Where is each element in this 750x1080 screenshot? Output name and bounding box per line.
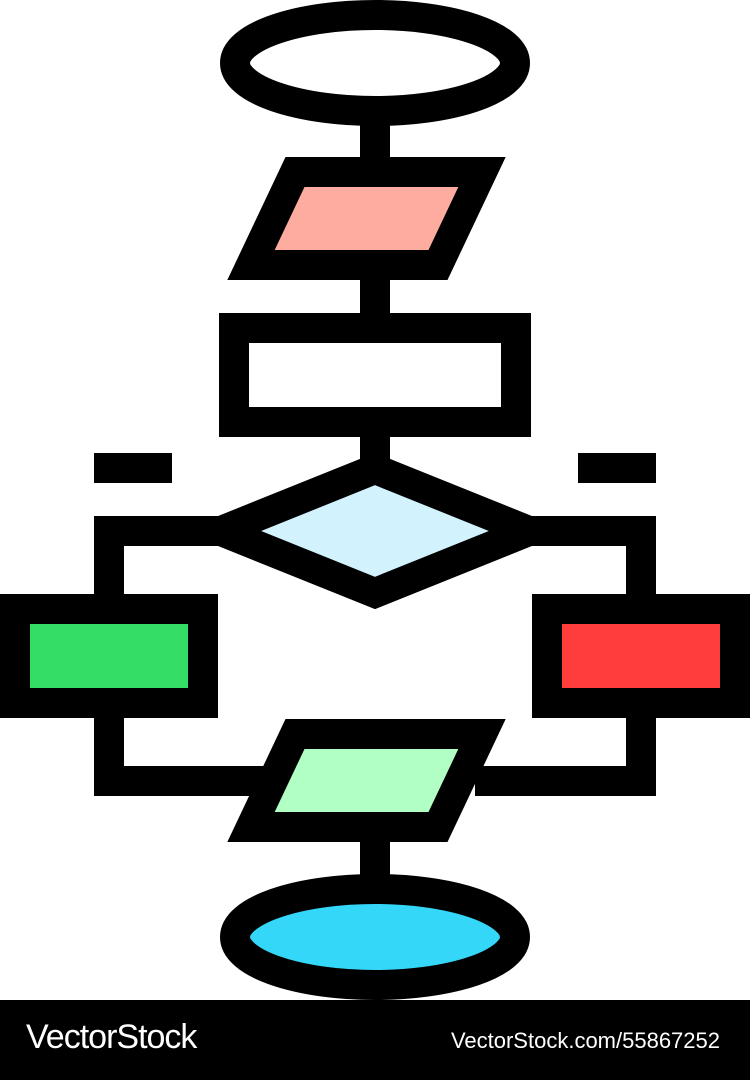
branch-label-dash-left — [94, 453, 172, 483]
decision-diamond — [180, 452, 570, 610]
end-terminator-shape — [220, 874, 530, 1000]
start-terminator-shape — [220, 0, 530, 126]
flowchart-icon — [0, 0, 750, 1000]
input-parallelogram-top — [227, 157, 506, 280]
connector-left-branch-to-output — [94, 715, 280, 796]
output-parallelogram-bottom — [227, 719, 506, 842]
vectorstock-image-id: VectorStock.com/55867252 — [450, 1028, 720, 1053]
right-branch-rectangle — [532, 594, 750, 718]
process-rectangle — [219, 313, 531, 437]
connector-right-branch-to-output — [475, 715, 656, 796]
vectorstock-brand-text: VectorStock — [26, 1018, 197, 1056]
branch-label-dash-right — [578, 453, 656, 483]
left-branch-rectangle — [0, 594, 218, 718]
watermark-footer: VectorStock VectorStock.com/55867252 — [0, 1000, 750, 1080]
